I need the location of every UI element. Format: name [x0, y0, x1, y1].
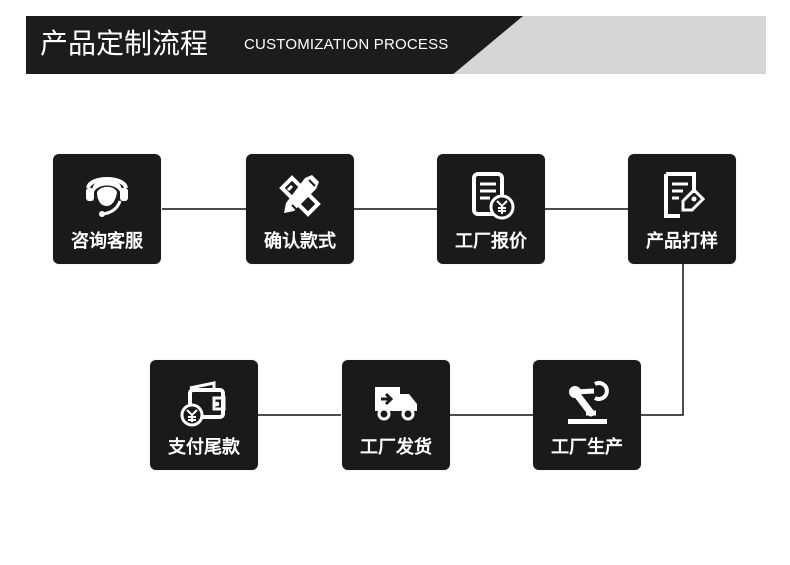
step-consult-service: 咨询客服: [53, 154, 161, 264]
section-header: 产品定制流程 CUSTOMIZATION PROCESS: [26, 16, 766, 74]
headset-icon: [81, 170, 133, 222]
pencil-ruler-icon: [274, 170, 326, 222]
step-factory-shipping: 工厂发货: [342, 360, 450, 470]
step-label: 工厂发货: [360, 437, 432, 458]
wallet-icon: [178, 376, 230, 428]
step-confirm-style: 确认款式: [246, 154, 354, 264]
step-label: 产品打样: [646, 231, 718, 252]
step-label: 支付尾款: [168, 437, 240, 458]
page-subtitle: CUSTOMIZATION PROCESS: [244, 36, 449, 53]
page-title: 产品定制流程: [40, 27, 209, 60]
step-product-sample: 产品打样: [628, 154, 736, 264]
step-label: 工厂报价: [455, 231, 527, 252]
step-label: 确认款式: [264, 231, 336, 252]
sample-document-icon: [656, 170, 708, 222]
robot-arm-icon: [561, 376, 613, 428]
step-factory-quote: 工厂报价: [437, 154, 545, 264]
delivery-truck-icon: [370, 376, 422, 428]
step-label: 工厂生产: [551, 437, 623, 458]
step-pay-balance: 支付尾款: [150, 360, 258, 470]
step-factory-production: 工厂生产: [533, 360, 641, 470]
step-label: 咨询客服: [71, 231, 143, 252]
header-dark-band: [26, 16, 523, 74]
quote-document-icon: [465, 170, 517, 222]
